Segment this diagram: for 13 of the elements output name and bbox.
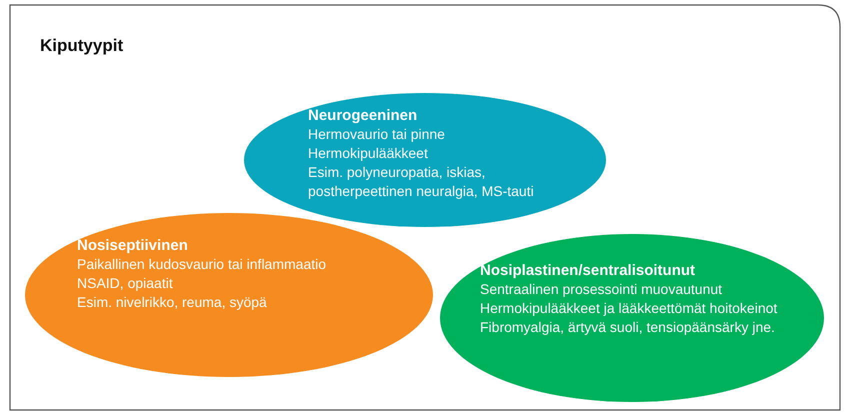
category-heading: Neurogeeninen [308,106,418,125]
description-text: Hermokipulääkkeet [308,144,429,163]
category-heading: Nosiplastinen/sentralisoitunut [480,261,696,280]
description-text: Fibromyalgia, ärtyvä suoli, tensiopäänsärky jne. [480,318,776,337]
description-text: Esim. polyneuropatia, iskias, postherpeettinen neuralgia, MS-tauti [308,163,535,201]
category-heading: Nosiseptiivinen [77,236,189,255]
description-text: Hermokipulääkkeet ja lääkkeettömät hoitokeinot [480,299,778,318]
description-text: Sentraalinen prosessointi muovautunut [480,280,724,299]
description-text: Hermovaurio tai pinne [308,125,446,144]
description-text: NSAID, opiaatit [77,274,174,293]
diagram-title: Kiputyypit [40,36,124,56]
description-text: Paikallinen kudosvaurio tai inflammaatio [77,255,328,274]
description-text: Esim. nivelrikko, reuma, syöpä [77,293,268,312]
